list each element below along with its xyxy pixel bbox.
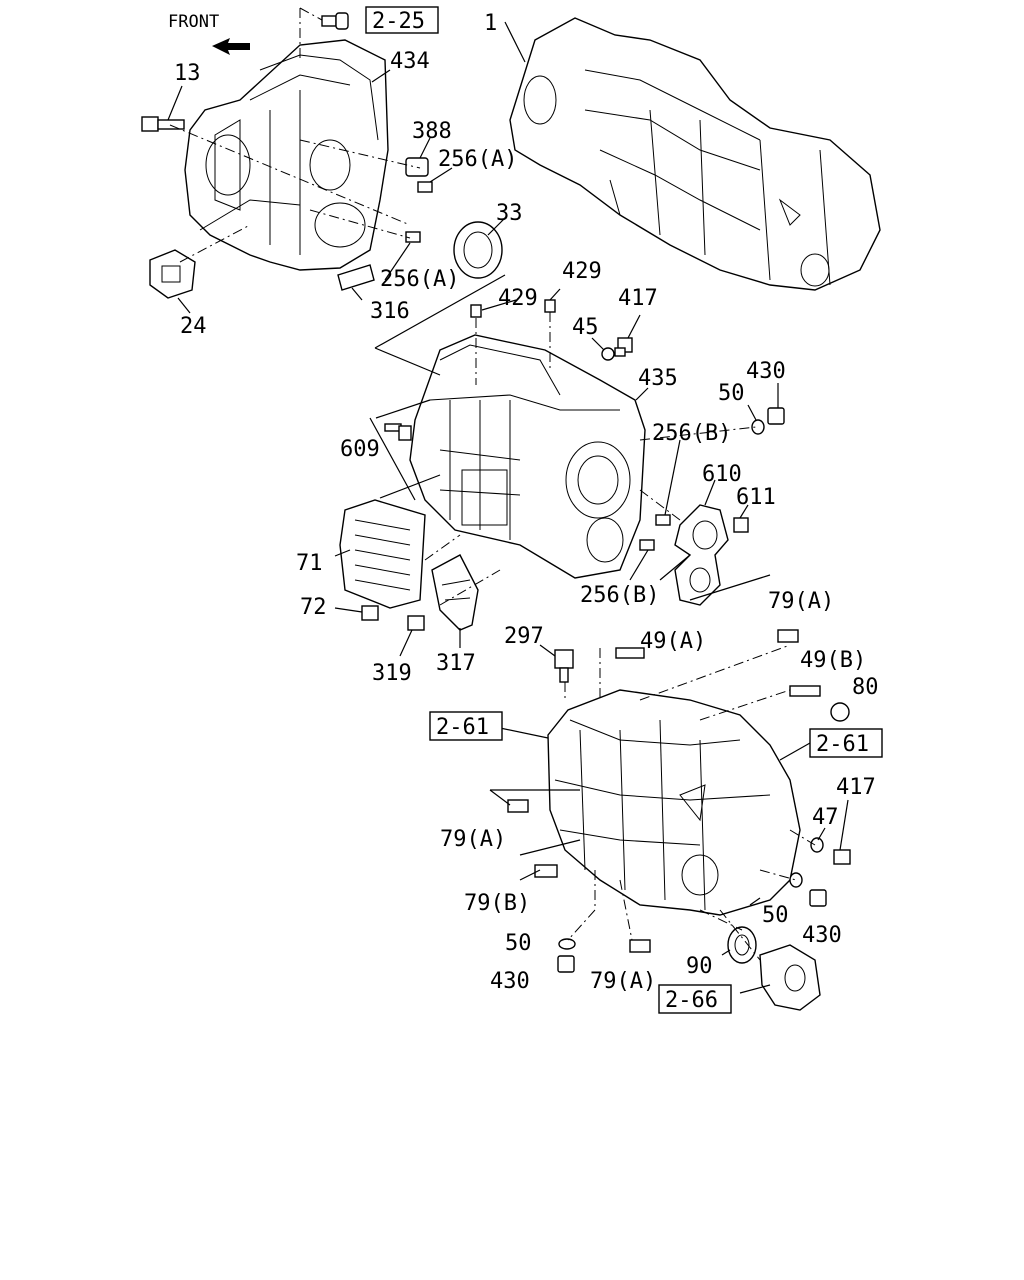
callout-45: 45 (572, 315, 599, 340)
ref-box-2-61-left (429, 711, 503, 741)
front-label: FRONT (168, 12, 219, 32)
transmission-assembly-1 (509, 17, 881, 291)
plate-317 (431, 554, 479, 631)
callout-50-bottom: 50 (505, 931, 532, 956)
washer-50-top (751, 419, 765, 435)
ref-box-2-66 (658, 984, 732, 1014)
ref-2-61-left: 2-61 (436, 715, 489, 740)
ref-2-61-right: 2-61 (816, 732, 869, 757)
washer-45 (601, 347, 615, 361)
callout-79b: 79(B) (464, 891, 530, 916)
bolt-417-right (833, 849, 851, 865)
bolt-72 (361, 605, 379, 621)
callout-90: 90 (686, 954, 713, 979)
flange-2-66 (759, 944, 821, 1011)
clutch-housing-434 (184, 39, 389, 271)
callout-435: 435 (638, 366, 678, 391)
callout-71: 71 (296, 551, 323, 576)
oil-seal-33 (453, 221, 503, 279)
callout-50-top: 50 (718, 381, 745, 406)
callout-316: 316 (370, 299, 410, 324)
callout-50-right: 50 (762, 903, 789, 928)
bolt-79b (534, 864, 558, 878)
callout-429-a: 429 (498, 286, 538, 311)
dowel-pin-256b-1 (655, 514, 671, 526)
callout-317: 317 (436, 651, 476, 676)
callout-610: 610 (702, 462, 742, 487)
callout-611: 611 (736, 485, 776, 510)
bolt-13 (141, 116, 185, 132)
bolt-417-top (614, 337, 633, 357)
callout-417-right: 417 (836, 775, 876, 800)
plug-430-top (767, 407, 785, 425)
stud-49b (789, 685, 821, 697)
bolt-79a-left (507, 799, 529, 813)
callout-319: 319 (372, 661, 412, 686)
ref-box-2-25 (365, 6, 439, 34)
callout-256a-1: 256(A) (438, 147, 517, 172)
plug-430-bottom (557, 955, 575, 973)
bolt-49a (615, 647, 645, 659)
dowel-pin-256a-2 (405, 231, 421, 243)
gasket-610 (674, 504, 729, 606)
callout-256a-2: 256(A) (380, 267, 459, 292)
callout-430-top: 430 (746, 359, 786, 384)
bolt-319 (407, 615, 425, 631)
ring-47 (810, 837, 824, 853)
callout-417-top: 417 (618, 286, 658, 311)
front-arrow-icon (212, 38, 250, 55)
washer-50-right (789, 872, 803, 888)
callout-430-bottom: 430 (490, 969, 530, 994)
pin-429-a (470, 304, 482, 318)
plug-430-right (809, 889, 827, 907)
callout-24: 24 (180, 314, 207, 339)
callout-256b-2: 256(B) (580, 583, 659, 608)
washer-50-bottom (558, 938, 576, 950)
callout-430-right: 430 (802, 923, 842, 948)
plate-316 (337, 264, 375, 291)
callout-49a: 49(A) (640, 629, 706, 654)
callout-13: 13 (174, 61, 201, 86)
dowel-pin-256a-1 (417, 181, 433, 193)
bolt-2-25 (321, 12, 349, 30)
fitting-297 (554, 649, 574, 683)
bolt-609 (384, 423, 412, 441)
callout-79a-bottom: 79(A) (590, 969, 656, 994)
callout-47: 47 (812, 805, 839, 830)
callout-79a-top: 79(A) (768, 589, 834, 614)
callout-72: 72 (300, 595, 327, 620)
nut-80 (830, 702, 850, 722)
callout-80: 80 (852, 675, 879, 700)
rear-case (547, 689, 801, 916)
cover-24 (149, 249, 196, 299)
callout-256b-1: 256(B) (652, 421, 731, 446)
transmission-case-435 (409, 334, 646, 579)
ref-2-25: 2-25 (372, 9, 425, 34)
ref-box-2-61-right (809, 728, 883, 758)
pin-429-b (544, 299, 556, 313)
callout-49b: 49(B) (800, 648, 866, 673)
callout-1: 1 (484, 11, 497, 36)
bolt-79a-top (777, 629, 799, 643)
leader-lines (167, 7, 849, 994)
callout-297: 297 (504, 624, 544, 649)
bolt-611 (733, 517, 749, 533)
callout-609: 609 (340, 437, 380, 462)
callout-labels: 1 13 434 388 256(A) 33 256(A) 316 24 429… (174, 11, 879, 994)
callout-79a-left: 79(A) (440, 827, 506, 852)
bolt-79a-bottom (629, 939, 651, 953)
callout-429-b: 429 (562, 259, 602, 284)
oil-seal-90 (727, 926, 757, 964)
callout-33: 33 (496, 201, 523, 226)
dowel-pin-256b-2 (639, 539, 655, 551)
cover-71 (339, 499, 426, 609)
callout-388: 388 (412, 119, 452, 144)
callout-434: 434 (390, 49, 430, 74)
ref-2-66: 2-66 (665, 988, 718, 1013)
